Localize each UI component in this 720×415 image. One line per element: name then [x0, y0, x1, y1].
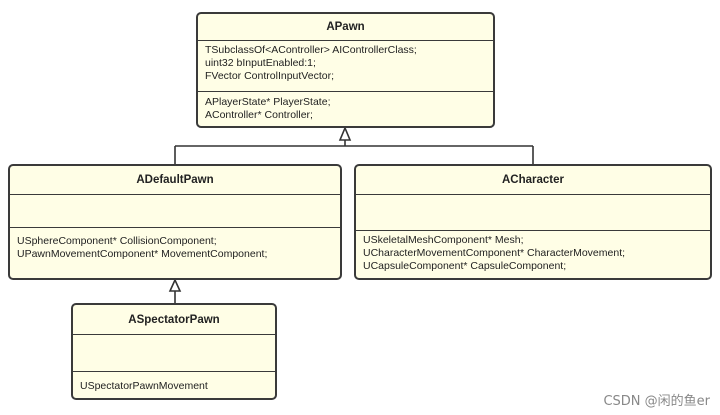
- member-line: AController* Controller;: [205, 109, 313, 121]
- inherit-arrow-adefaultpawn: [168, 278, 182, 292]
- class-box-apawn: APawn TSubclassOf<AController> AIControl…: [196, 12, 495, 128]
- member-line: UCapsuleComponent* CapsuleComponent;: [363, 260, 567, 272]
- class-box-acharacter: ACharacter USkeletalMeshComponent* Mesh;…: [354, 164, 712, 280]
- field-line: uint32 bInputEnabled:1;: [205, 57, 316, 69]
- inherit-arrow-apawn: [338, 125, 352, 141]
- class-members-aspectatorpawn: USpectatorPawnMovement: [73, 371, 275, 396]
- class-members-acharacter: USkeletalMeshComponent* Mesh; UCharacter…: [356, 230, 710, 276]
- class-fields-acharacter: [356, 195, 710, 230]
- watermark: CSDN @闲的鱼er: [603, 394, 710, 409]
- class-name-apawn: APawn: [198, 14, 493, 41]
- class-name-adefaultpawn: ADefaultPawn: [10, 166, 340, 195]
- class-members-apawn: APlayerState* PlayerState; AController* …: [198, 91, 493, 125]
- member-line: UPawnMovementComponent* MovementComponen…: [17, 248, 268, 260]
- class-name-acharacter: ACharacter: [356, 166, 710, 195]
- member-line: USpectatorPawnMovement: [80, 380, 208, 392]
- class-fields-aspectatorpawn: [73, 335, 275, 371]
- class-box-aspectatorpawn: ASpectatorPawn USpectatorPawnMovement: [71, 303, 277, 400]
- member-line: USphereComponent* CollisionComponent;: [17, 235, 217, 247]
- class-box-adefaultpawn: ADefaultPawn USphereComponent* Collision…: [8, 164, 342, 280]
- field-line: FVector ControlInputVector;: [205, 70, 334, 82]
- class-fields-apawn: TSubclassOf<AController> AIControllerCla…: [198, 41, 493, 91]
- member-line: USkeletalMeshComponent* Mesh;: [363, 234, 524, 246]
- class-name-aspectatorpawn: ASpectatorPawn: [73, 305, 275, 335]
- class-fields-adefaultpawn: [10, 195, 340, 227]
- member-line: UCharacterMovementComponent* CharacterMo…: [363, 247, 626, 259]
- class-members-adefaultpawn: USphereComponent* CollisionComponent; UP…: [10, 227, 340, 264]
- field-line: TSubclassOf<AController> AIControllerCla…: [205, 44, 417, 56]
- member-line: APlayerState* PlayerState;: [205, 96, 331, 108]
